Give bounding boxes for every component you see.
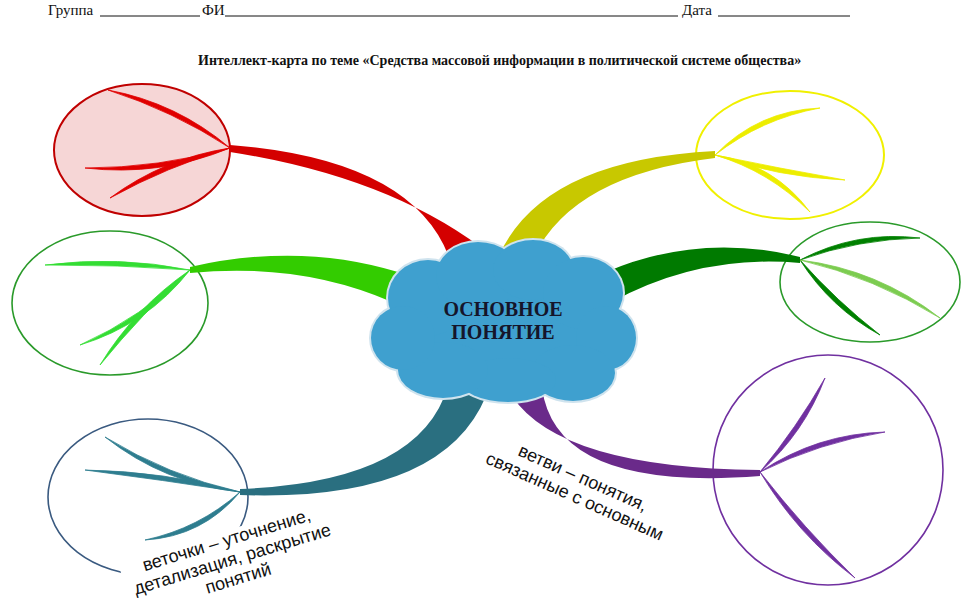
node-text: ОСНОВНОЕ ПОНЯТИЕ — [428, 298, 578, 344]
central-cloud: ОСНОВНОЕ ПОНЯТИЕ — [368, 238, 638, 404]
header-field: Дата — [682, 2, 712, 19]
map-title: Интеллект-карта по теме «Средства массов… — [198, 53, 801, 69]
cloud-puff — [371, 306, 435, 370]
leaf-twig — [45, 261, 190, 270]
leaf-twigs — [45, 90, 940, 578]
leaf-twig — [80, 270, 190, 345]
header-field: Группа — [48, 2, 93, 19]
leaf-twig — [105, 437, 240, 492]
leaf-twig — [85, 470, 240, 492]
leaf-twig — [760, 432, 885, 472]
leaf-twig — [100, 270, 190, 365]
leaf-twig — [800, 260, 940, 318]
leaf-ellipses — [12, 84, 960, 585]
header-field: ФИ — [202, 2, 225, 19]
leaf-twig — [110, 148, 230, 198]
leaf-twig — [85, 148, 230, 170]
leaf-twig — [108, 90, 230, 148]
leaf-twig — [760, 472, 855, 578]
leaf-twig — [715, 108, 820, 155]
leaf-twig — [715, 155, 810, 212]
leaf-twig — [800, 236, 920, 260]
